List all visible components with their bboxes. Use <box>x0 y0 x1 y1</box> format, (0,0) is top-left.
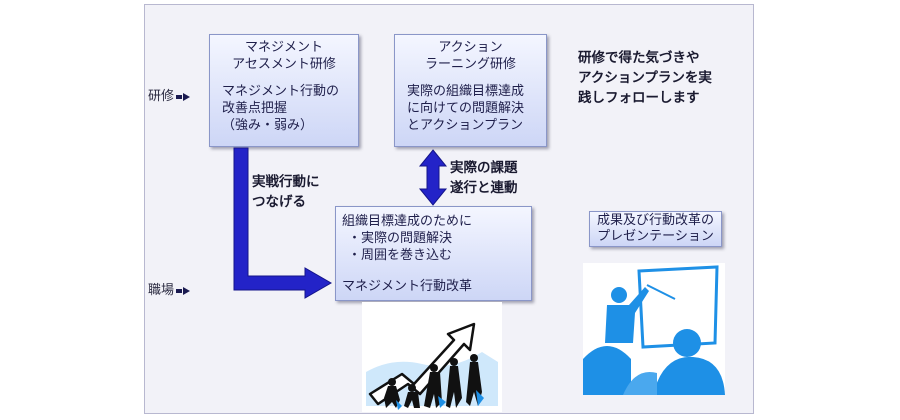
teamwork-illustration-icon <box>362 302 502 412</box>
arrow-marker-icon <box>176 94 183 99</box>
linkage-label: 実際の課題 遂行と連動 <box>450 158 518 198</box>
workplace-bullet2: ・周囲を巻き込む <box>348 248 453 263</box>
practice-action-line2: つなげる <box>252 194 306 210</box>
follow-up-note-line2: アクションプランを実 <box>578 70 712 86</box>
workplace-reform-box: 組織目標達成のために ・実際の問題解決 ・周囲を巻き込む マネジメント行動改革 <box>335 206 532 301</box>
action-learning-box: アクション ラーニング研修 実際の組織目標達成 に向けての問題解決 とアクション… <box>394 34 547 147</box>
follow-up-note: 研修で得た気づきや アクションプランを実 践しフォローします <box>578 48 712 108</box>
double-arrow <box>418 149 448 206</box>
presentation-illustration-icon <box>583 263 725 395</box>
arrow-marker-icon <box>183 286 191 295</box>
l-arrow <box>233 147 333 299</box>
assessment-title-line2: アセスメント研修 <box>232 57 336 72</box>
workplace-bullet1: ・実際の問題解決 <box>348 231 453 246</box>
follow-up-note-line3: 践しフォローします <box>578 90 700 106</box>
assessment-body-line2: 改善点把握 <box>222 101 288 116</box>
action-learning-title-line2: ラーニング研修 <box>424 57 516 72</box>
workplace-line4: マネジメント行動改革 <box>342 279 473 294</box>
action-learning-body-line3: とアクションプラン <box>407 118 523 133</box>
presentation-line1: 成果及び行動改革の <box>596 213 714 228</box>
arrow-marker-icon <box>176 288 183 293</box>
action-learning-body-line2: に向けての問題解決 <box>407 101 525 116</box>
row-label-shokuba-text: 職場 <box>148 283 175 298</box>
workplace-line1: 組織目標達成のために <box>342 214 473 229</box>
action-learning-body-line1: 実際の組織目標達成 <box>407 84 525 99</box>
follow-up-note-line1: 研修で得た気づきや <box>578 50 700 66</box>
linkage-line1: 実際の課題 <box>450 160 518 176</box>
arrow-marker-icon <box>183 92 191 101</box>
assessment-body-line1: マネジメント行動の <box>222 84 340 99</box>
assessment-title-line1: マネジメント <box>244 40 323 55</box>
row-label-kenshu: 研修 <box>148 85 191 104</box>
assessment-body-line3: （強み・弱み） <box>222 118 314 133</box>
practice-action-line1: 実戦行動に <box>252 174 320 190</box>
practice-action-label: 実戦行動に つなげる <box>252 172 320 212</box>
assessment-training-box: マネジメント アセスメント研修 マネジメント行動の 改善点把握 （強み・弱み） <box>209 34 359 147</box>
row-label-shokuba: 職場 <box>148 279 191 298</box>
action-learning-title-line1: アクション <box>438 40 503 55</box>
presentation-line2: プレゼンテーション <box>597 229 714 244</box>
presentation-box: 成果及び行動改革の プレゼンテーション <box>589 211 722 247</box>
linkage-line2: 遂行と連動 <box>450 180 518 196</box>
row-label-kenshu-text: 研修 <box>148 89 175 104</box>
